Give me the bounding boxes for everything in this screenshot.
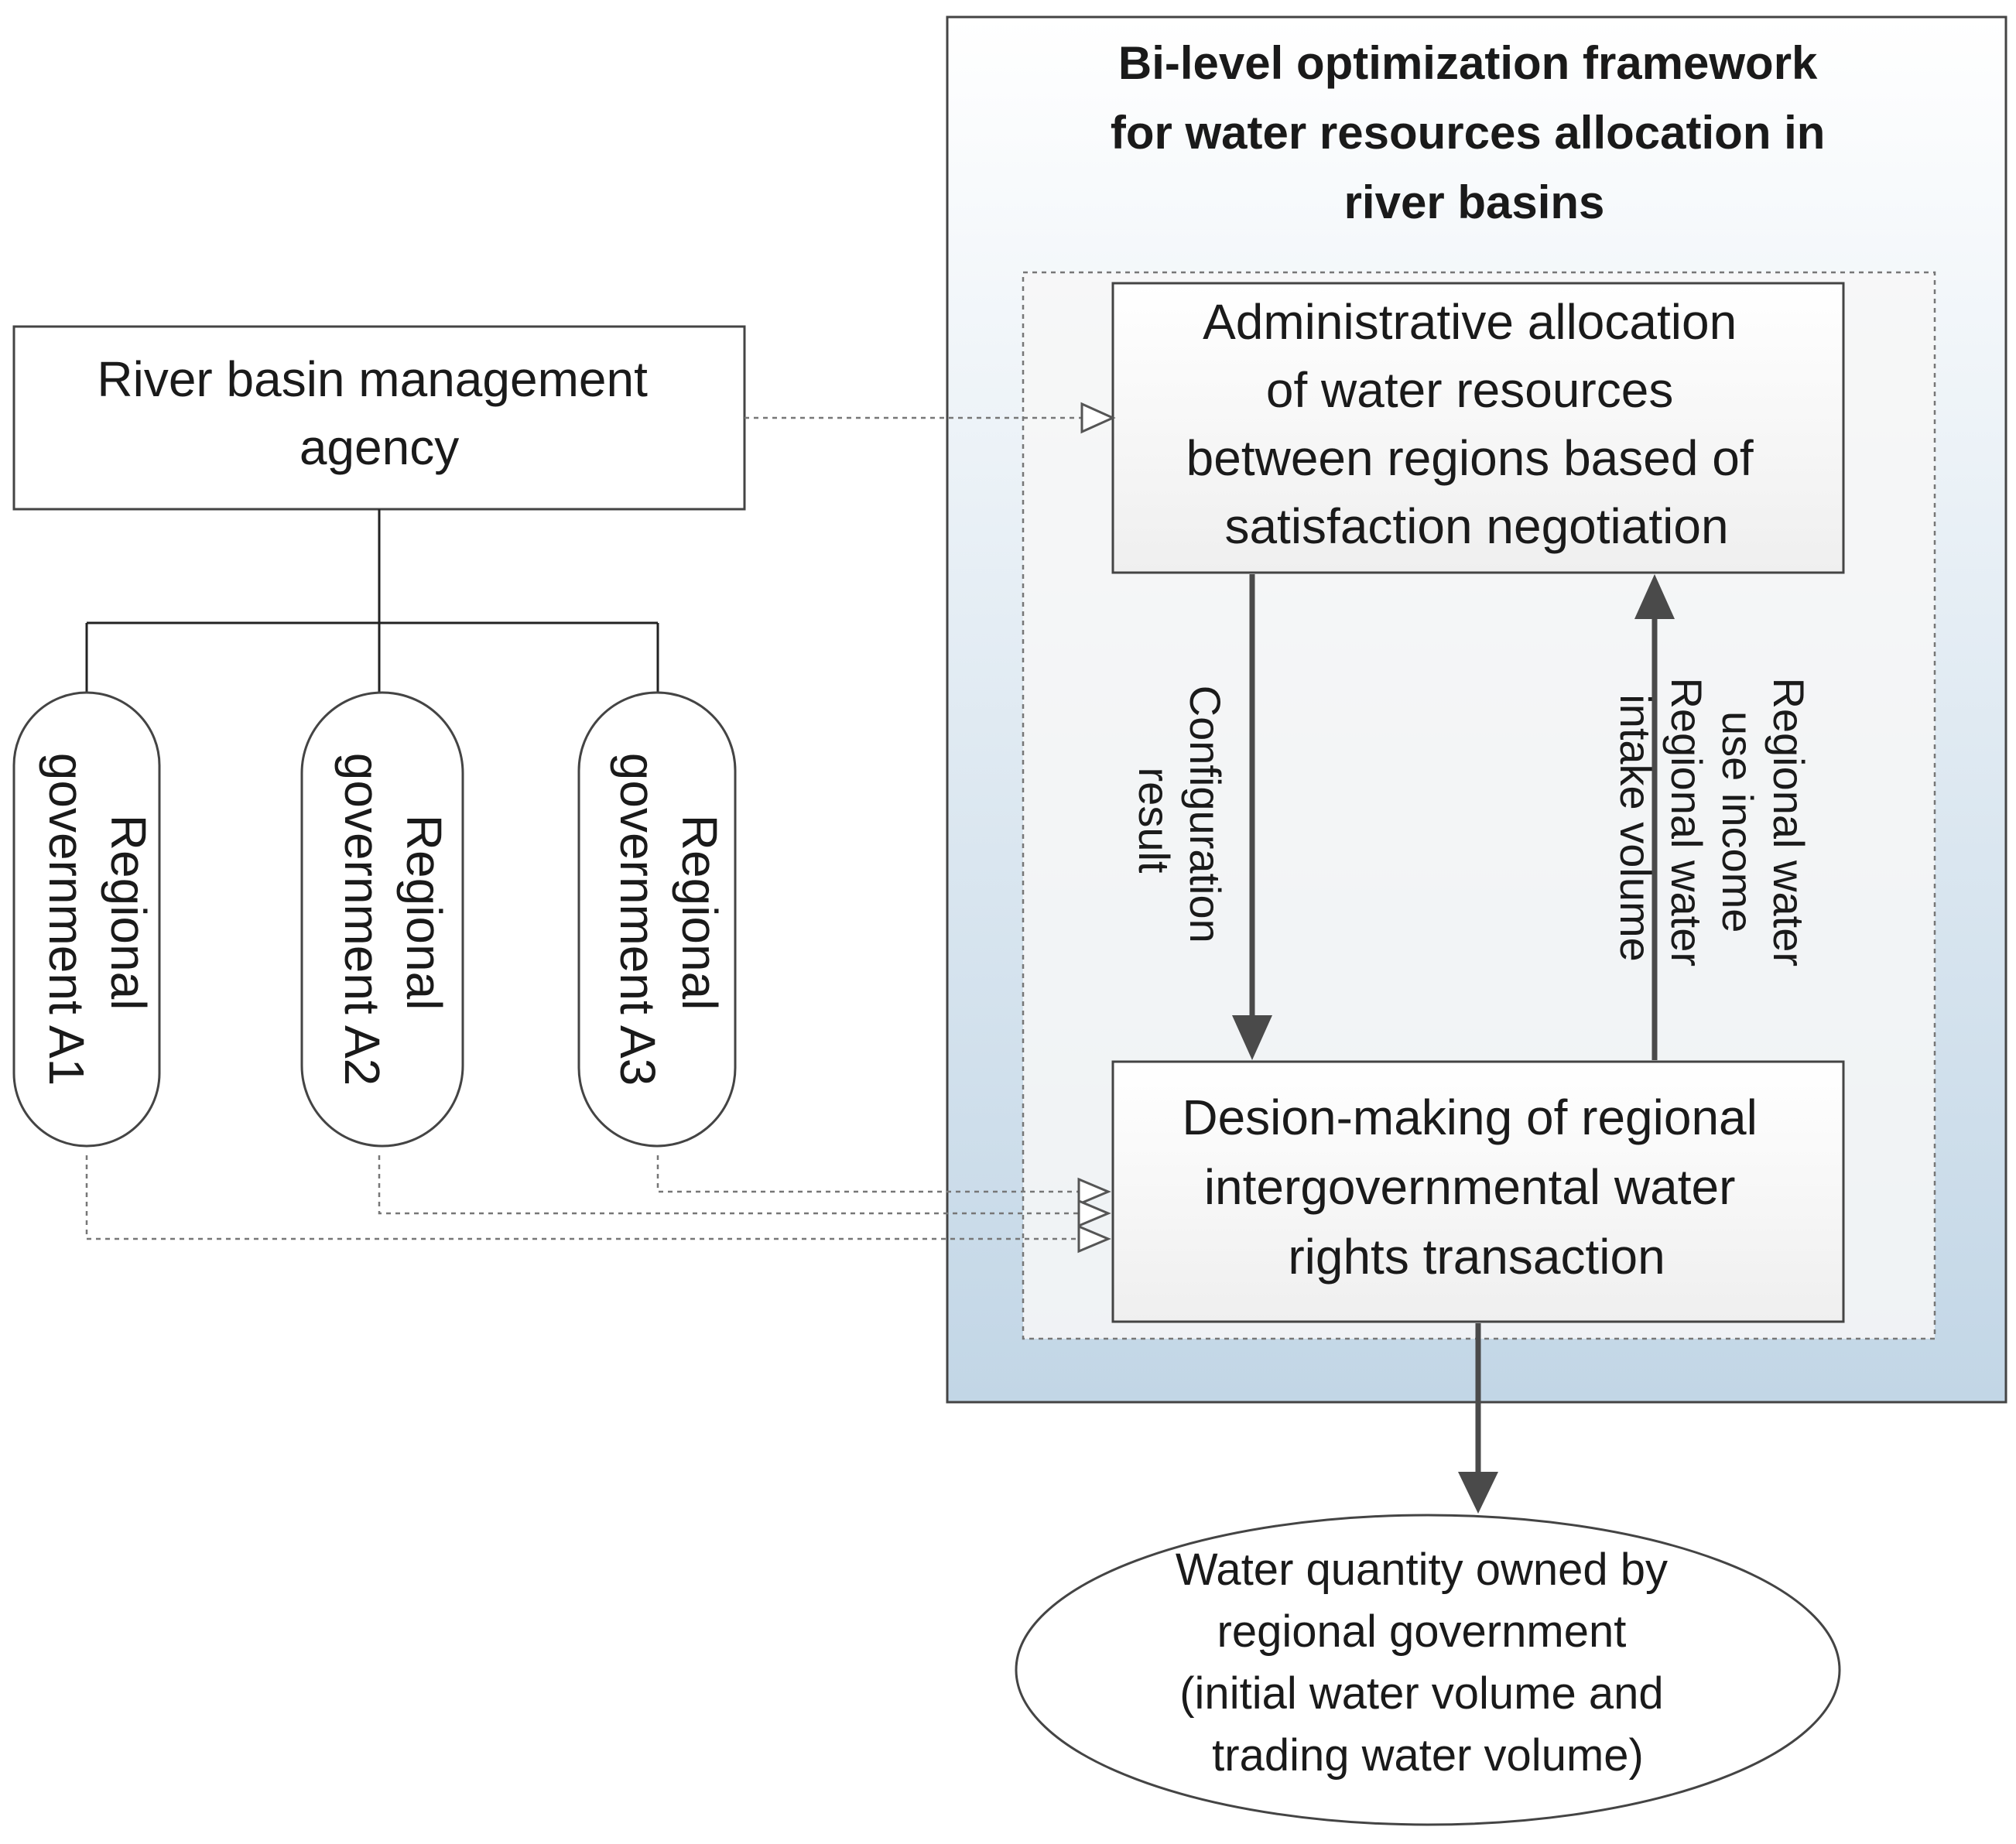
upper-level-label: Administrative allocation of water resou…	[1186, 294, 1768, 554]
hierarchy-connector	[85, 509, 659, 693]
regional-government-a2-line: Regional	[396, 815, 452, 1011]
regional-government-a2-label: Regional government A2	[334, 753, 452, 1086]
agency-arrowhead-icon	[1080, 402, 1116, 434]
agency-line: River basin management	[97, 351, 648, 407]
regional-government-a1-line: Regional	[101, 815, 156, 1011]
a2-arrowhead-icon	[1077, 1199, 1111, 1228]
output-arrow	[1458, 1323, 1498, 1514]
lower-level-line: Desion-making of regional	[1182, 1090, 1758, 1145]
a3-arrowhead-icon	[1077, 1177, 1111, 1206]
configuration-result-line: Configuration	[1181, 686, 1230, 943]
regional-government-a3-line: government A3	[610, 753, 666, 1086]
upper-level-line: between regions based of	[1186, 430, 1754, 486]
a1-arrowhead-icon	[1077, 1224, 1111, 1254]
output-line: (initial water volume and	[1179, 1668, 1663, 1719]
lower-level-line: intergovernmental water	[1204, 1159, 1736, 1215]
regional-government-a2	[300, 691, 464, 1148]
output-line: trading water volume)	[1212, 1730, 1644, 1781]
lower-level-box	[1111, 1060, 1845, 1323]
regional-government-a3-label: Regional government A3	[610, 753, 727, 1086]
regional-feedback-line: Regional water	[1764, 677, 1813, 966]
regional-government-a3	[577, 691, 737, 1148]
upper-level-box	[1111, 282, 1845, 574]
upper-level-line: satisfaction negotiation	[1224, 498, 1728, 554]
framework-title-line: Bi-level optimization framework	[1118, 37, 1818, 89]
dotted-connectors	[85, 416, 1091, 1240]
output-ellipse	[1015, 1514, 1841, 1826]
upper-level-line: of water resources	[1266, 362, 1673, 418]
framework-title-line: river basins	[1344, 176, 1605, 228]
agency-label: River basin management agency	[97, 351, 661, 475]
lower-level-line: rights transaction	[1288, 1229, 1665, 1285]
output-line: regional government	[1217, 1606, 1627, 1657]
regional-government-a3-line: Regional	[672, 815, 727, 1011]
regional-government-a1	[12, 691, 161, 1148]
regional-government-a1-label: Regional government A1	[39, 753, 156, 1086]
agency-box	[12, 325, 746, 511]
regional-feedback-label: Regional water use income Regional water…	[1611, 677, 1813, 978]
agency-line: agency	[299, 419, 459, 475]
regional-feedback-line: use income	[1713, 711, 1762, 932]
open-arrowheads	[1077, 402, 1116, 1254]
regional-government-a1-line: government A1	[39, 753, 94, 1086]
output-line: Water quantity owned by	[1176, 1545, 1668, 1595]
regional-government-a2-line: government A2	[334, 753, 390, 1086]
lower-level-label: Desion-making of regional intergovernmen…	[1182, 1090, 1771, 1285]
configuration-result-arrow	[1232, 574, 1272, 1060]
output-label: Water quantity owned by regional governm…	[1176, 1545, 1680, 1781]
upper-level-line: Administrative allocation	[1203, 294, 1737, 350]
configuration-result-line: result	[1130, 768, 1179, 874]
regional-feedback-line: intake volume	[1611, 694, 1660, 962]
framework-title-line: for water resources allocation in	[1111, 107, 1826, 159]
configuration-result-label: Configuration result	[1130, 686, 1230, 956]
regional-feedback-line: Regional water	[1662, 677, 1711, 966]
framework-title: Bi-level optimization framework for wate…	[1111, 37, 1838, 228]
regional-feedback-arrow	[1634, 574, 1675, 1060]
